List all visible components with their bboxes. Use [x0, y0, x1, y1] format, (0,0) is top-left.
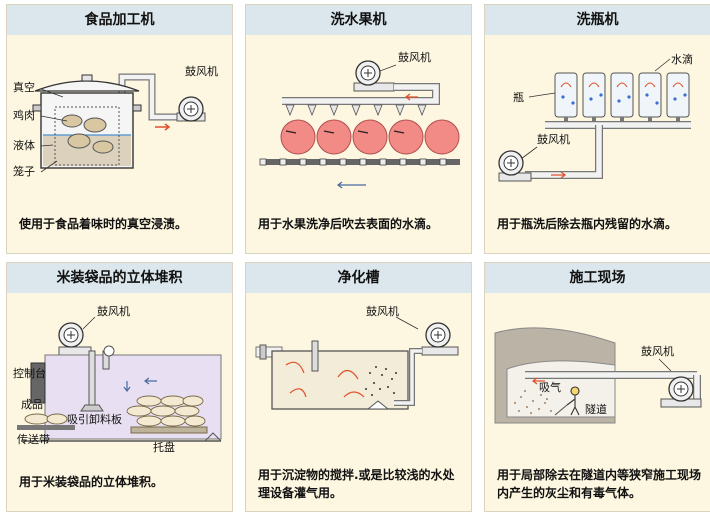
card-title: 食品加工机: [7, 5, 232, 35]
card-bottle-washer: 洗瓶机 水滴 瓶 鼓风机: [484, 4, 710, 254]
card-food-processor: 食品加工机 鼓风机 真空: [6, 4, 233, 254]
blower-icon: [660, 376, 702, 408]
construction-site-diagram: 鼓风机 吸气 隧道: [494, 327, 702, 424]
label-control-panel: 控制台: [13, 366, 46, 380]
card-title: 施工现场: [485, 263, 710, 293]
card-description: 用于水果洗净后吹去表面的水滴。: [258, 217, 439, 231]
card-purification-tank: 净化槽 鼓风机 用于沉淀物的搅拌.或是比较浅的: [245, 262, 472, 512]
card-title: 净化槽: [246, 263, 471, 293]
card-fruit-washer: 洗水果机 鼓风机: [245, 4, 472, 254]
card-description: 用于米装袋品的立体堆积。: [19, 475, 164, 489]
blower-icon: [176, 96, 206, 122]
card-title: 洗水果机: [246, 5, 471, 35]
card-description: 用于局部除去在隧道内等狭窄施工现场内产生的灰尘和有毒气体。: [497, 468, 702, 500]
label-suction-plate: 吸引卸料板: [67, 412, 122, 426]
card-description: 使用于食品着味时的真空浸渍。: [19, 217, 188, 231]
label-blower: 鼓风机: [185, 64, 218, 78]
sack-icon: [126, 395, 206, 427]
card-title: 洗瓶机: [485, 5, 710, 35]
card-description: 用于瓶洗后除去瓶内残留的水滴。: [497, 217, 678, 231]
blower-icon: [58, 322, 92, 356]
label-conveyor: 传送带: [17, 432, 50, 446]
label-pallet: 托盘: [153, 440, 175, 454]
label-blower: 鼓风机: [641, 344, 674, 358]
card-title: 米装袋品的立体堆积: [7, 263, 232, 293]
label-blower: 鼓风机: [398, 50, 431, 64]
label-vacuum: 真空: [13, 80, 35, 94]
bottle-washer-diagram: 水滴 瓶 鼓风机: [498, 52, 693, 182]
label-chicken: 鸡肉: [13, 108, 35, 122]
label-blower: 鼓风机: [97, 304, 130, 318]
label-product: 成品: [21, 398, 43, 411]
label-blower: 鼓风机: [537, 132, 570, 146]
label-tunnel: 隧道: [585, 402, 607, 416]
blower-icon: [498, 150, 532, 182]
card-rice-bag-stacking: 米装袋品的立体堆积 鼓风机 控制台 吸引卸料板: [6, 262, 233, 512]
rice-bag-diagram: 鼓风机 控制台 吸引卸料板 托盘: [13, 304, 222, 454]
card-construction-site: 施工现场 鼓风机 吸气 隧: [484, 262, 710, 512]
label-cage: 笼子: [13, 164, 35, 178]
blower-icon: [421, 322, 459, 356]
blower-icon: [353, 60, 395, 92]
bottle-icon: [554, 72, 690, 118]
label-liquid: 液体: [13, 138, 35, 152]
label-blower: 鼓风机: [366, 304, 399, 318]
purification-tank-diagram: 鼓风机: [255, 304, 459, 410]
fruit-washer-diagram: 鼓风机: [259, 50, 460, 189]
label-intake: 吸气: [539, 380, 561, 394]
label-bottle: 瓶: [513, 90, 524, 104]
label-droplet: 水滴: [671, 52, 693, 66]
food-processor-diagram: 鼓风机 真空 鸡肉 液体 笼子: [13, 64, 218, 178]
worker-icon: [554, 386, 580, 416]
fruit-icon: [280, 119, 460, 155]
card-description: 用于沉淀物的搅拌.或是比较浅的水处理设备灌气用。: [258, 468, 455, 500]
